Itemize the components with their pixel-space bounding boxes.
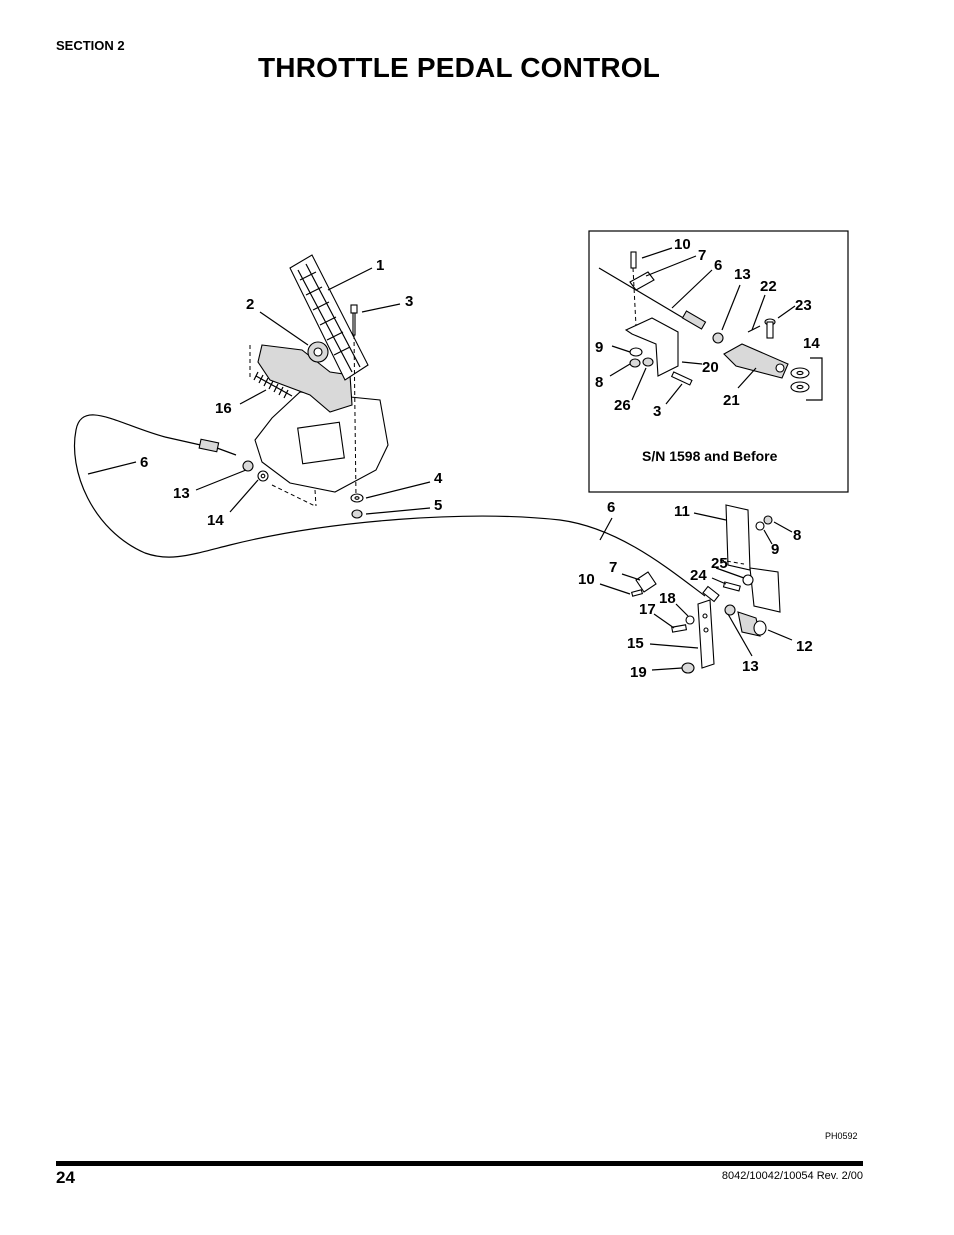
bolt-17	[671, 624, 688, 633]
inset-callout-20: 20	[702, 359, 719, 376]
inset-callout-3: 3	[653, 403, 661, 420]
washer-18	[685, 615, 695, 625]
cable-end-fitting-right	[702, 585, 720, 603]
pedal-assembly	[249, 254, 389, 519]
inset-nut-26	[642, 357, 654, 367]
section-label: SECTION 2	[56, 38, 125, 53]
figure-code: PH0592	[825, 1131, 858, 1141]
return-spring	[253, 371, 293, 399]
inset-callout-8: 8	[595, 374, 603, 391]
document-revision: 8042/10042/10054 Rev. 2/00	[721, 1170, 863, 1182]
inset-rod-end-21	[723, 343, 789, 379]
callout-9: 9	[771, 541, 779, 558]
callout-12: 12	[796, 638, 813, 655]
nut-8	[763, 515, 773, 525]
callout-14-left: 14	[207, 512, 224, 529]
callout-13-right: 13	[742, 658, 759, 675]
nut-5	[351, 509, 363, 519]
inset-washer-9	[629, 347, 643, 357]
callout-6-right: 6	[607, 499, 615, 516]
callout-6-left: 6	[140, 454, 148, 471]
inset-callout-7: 7	[698, 247, 706, 264]
callout-7: 7	[609, 559, 617, 576]
callout-8: 8	[793, 527, 801, 544]
callout-1: 1	[376, 257, 384, 274]
screw-10	[630, 589, 644, 597]
bolt-3	[350, 304, 358, 336]
callout-25: 25	[711, 555, 728, 572]
inset-callout-22: 22	[760, 278, 777, 295]
washer-9	[755, 521, 765, 531]
inset-screw-10	[630, 251, 637, 269]
callout-17: 17	[639, 601, 656, 618]
callout-3: 3	[405, 293, 413, 310]
callout-11: 11	[674, 503, 690, 520]
bracket-15	[697, 599, 715, 669]
footer-rule	[56, 1161, 863, 1166]
inset-callout-13: 13	[734, 266, 751, 283]
nut-13-right	[724, 604, 736, 616]
nut-13-left	[242, 460, 254, 472]
inset-callout-6: 6	[714, 257, 722, 274]
inset-callout-23: 23	[795, 297, 812, 314]
callout-labels: 1 2 3 16 6 13 14 4 5 10 7 6 13 22 23 14 …	[140, 236, 820, 681]
nut-19	[681, 662, 695, 674]
inset-callout-26: 26	[614, 397, 631, 414]
inset-clamp-7	[629, 271, 655, 291]
callout-18: 18	[659, 590, 676, 607]
inset-bracket-20	[624, 317, 679, 377]
callout-13-left: 13	[173, 485, 190, 502]
engine-linkage-assembly	[630, 504, 781, 674]
inset-cable-end	[681, 310, 707, 330]
leader-lines	[87, 247, 796, 671]
inset-callout-9: 9	[595, 339, 603, 356]
inset-nut-13	[712, 332, 724, 344]
inset-detail	[588, 230, 849, 493]
bracket-11	[725, 504, 751, 571]
floor-plate-opening	[297, 421, 345, 465]
inset-pin-22	[747, 325, 761, 333]
callout-19: 19	[630, 664, 647, 681]
pedal-pad	[289, 254, 369, 381]
callout-5: 5	[434, 497, 442, 514]
page-title: THROTTLE PEDAL CONTROL	[258, 52, 661, 83]
inset-bolt-3	[670, 371, 693, 386]
bolt-24	[722, 581, 741, 592]
bracket-plate	[749, 567, 781, 613]
inset-callout-14: 14	[803, 335, 820, 352]
throttle-cable	[73, 414, 720, 603]
inset-callout-21: 21	[723, 392, 740, 409]
inset-callout-10: 10	[674, 236, 691, 253]
callout-16: 16	[215, 400, 232, 417]
page-number: 24	[56, 1168, 75, 1187]
inset-caption: S/N 1598 and Before	[642, 448, 778, 464]
cable-end-fitting-left	[198, 438, 220, 453]
clamp-7	[635, 571, 657, 593]
callout-24: 24	[690, 567, 707, 584]
callout-2: 2	[246, 296, 254, 313]
callout-10: 10	[578, 571, 595, 588]
inset-nut-8	[629, 358, 641, 368]
callout-4: 4	[434, 470, 443, 487]
washer-25	[742, 574, 754, 586]
inset-clevis-pin-23	[764, 318, 776, 339]
callout-15: 15	[627, 635, 644, 652]
